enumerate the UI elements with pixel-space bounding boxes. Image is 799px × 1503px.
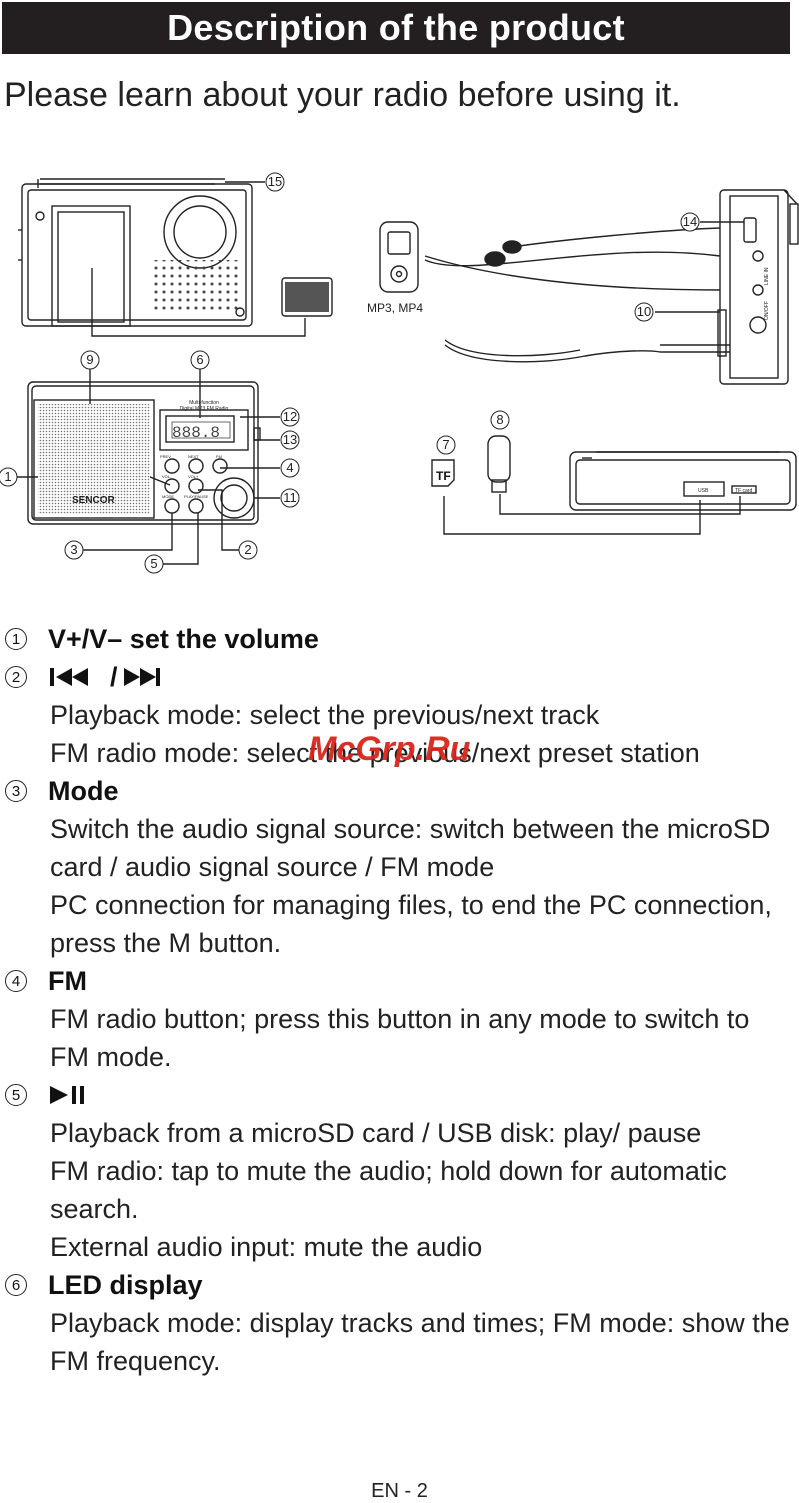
callout-13 — [280, 430, 300, 450]
callout-8 — [490, 410, 510, 430]
item-number: 2 — [5, 666, 27, 688]
item-line: Playback mode: select the previous/next … — [50, 700, 600, 730]
usb-drive-image — [487, 435, 511, 483]
callout-6 — [190, 350, 210, 370]
feature-item-1: 1 V+/V– set the volume — [0, 620, 799, 658]
callout-11 — [280, 488, 300, 508]
item-line: Switch the audio signal source: switch b… — [50, 814, 771, 882]
battery-body — [285, 282, 329, 312]
feature-item-3: 3 Mode Switch the audio signal source: s… — [0, 772, 799, 962]
feature-item-2: 2 / Playback mode: select the previous/n… — [0, 658, 799, 772]
btn-vol-plus-label: VOL+ — [188, 474, 199, 479]
feature-item-4: 4 FM FM radio button; press this button … — [0, 962, 799, 1076]
mp3-player-image — [379, 221, 419, 293]
sencor-logo: SENCOR — [72, 495, 116, 506]
radio-bottom-view — [569, 451, 797, 511]
product-diagram: MP3, MP4 TF SENCOR Multi-function Digita… — [0, 172, 799, 574]
item-title: V+/V– set the volume — [48, 623, 319, 654]
callout-7 — [436, 435, 456, 455]
btn-play-label: PLAY/PAUSE — [184, 494, 209, 499]
callout-14-text: 14 — [683, 214, 697, 229]
callout-2 — [238, 540, 258, 560]
prev-next-icons: / — [48, 662, 180, 693]
tf-card-image — [431, 459, 455, 487]
callout-1 — [0, 467, 18, 487]
play-pause-icon — [50, 1086, 84, 1104]
side-label-linein: LINE IN — [764, 267, 770, 285]
mp3-label: MP3, MP4 — [367, 301, 423, 315]
prev-track-icon — [50, 668, 88, 686]
battery-image — [281, 277, 333, 317]
callout-2-text: 2 — [244, 542, 251, 557]
callout-13-text: 13 — [283, 432, 297, 447]
usb-port-label: USB — [698, 488, 709, 494]
next-track-icon — [123, 668, 160, 686]
feature-list: 1 V+/V– set the volume 2 / Play — [0, 620, 799, 1380]
btn-vol-minus-label: VOL- — [162, 474, 172, 479]
btn-next-label: NEXT — [188, 454, 199, 459]
tf-label: TF — [436, 469, 451, 483]
btn-fm-label: FM — [216, 454, 222, 459]
item-line: FM radio mode: select the previous/next … — [50, 738, 700, 768]
callout-11-text: 11 — [283, 490, 297, 505]
callout-3 — [64, 540, 84, 560]
callout-10-text: 10 — [637, 304, 651, 319]
item-line: PC connection for managing files, to end… — [50, 890, 772, 958]
callout-5-text: 5 — [150, 556, 157, 571]
btn-mode-label: MODE — [162, 494, 174, 499]
callout-8-text: 8 — [496, 412, 503, 427]
item-number: 6 — [5, 1274, 27, 1296]
callout-12 — [280, 407, 300, 427]
page-number: EN - 2 — [371, 1480, 428, 1502]
callout-10 — [634, 302, 654, 322]
callout-9-text: 9 — [86, 352, 93, 367]
tf-port-label: TF card — [735, 488, 752, 494]
callout-15 — [265, 172, 285, 192]
item-title: LED display — [48, 1269, 203, 1300]
panel-title-2: Digital MP3 FM Radio — [180, 406, 229, 412]
item-number: 5 — [5, 1084, 27, 1106]
feature-item-6: 6 LED display Playback mode: display tra… — [0, 1266, 799, 1380]
intro-text: Please learn about your radio before usi… — [4, 76, 681, 114]
item-number: 3 — [5, 780, 27, 802]
watermark: McGrp.Ru — [308, 730, 471, 768]
display-digits: 888.8 — [172, 424, 220, 442]
callout-6-text: 6 — [196, 352, 203, 367]
radio-back-view — [18, 178, 253, 327]
callout-5 — [144, 554, 164, 574]
callout-12-text: 12 — [283, 409, 297, 424]
feature-item-5: 5 Playback from a microSD card / USB dis… — [0, 1076, 799, 1266]
item-line: External audio input: mute the audio — [50, 1232, 483, 1262]
callout-9 — [80, 350, 100, 370]
callout-15-text: 15 — [268, 174, 282, 189]
callout-4 — [280, 458, 300, 478]
callout-14 — [680, 212, 700, 232]
item-line: FM radio button; press this button in an… — [50, 1004, 750, 1072]
page-title-bar: Description of the product — [2, 2, 790, 54]
callout-7-text: 7 — [442, 437, 449, 452]
callout-1-text: 1 — [4, 469, 11, 484]
btn-prev-label: PREV — [160, 454, 171, 459]
item-line: FM radio: tap to mute the audio; hold do… — [50, 1156, 727, 1224]
item-line: Playback mode: display tracks and times;… — [50, 1308, 790, 1376]
item-number: 1 — [5, 628, 27, 650]
panel-title-1: Multi-function — [189, 400, 219, 406]
item-title: Mode — [48, 775, 119, 806]
callout-4-text: 4 — [286, 460, 293, 475]
callout-3-text: 3 — [70, 542, 77, 557]
item-line: Playback from a microSD card / USB disk:… — [50, 1118, 702, 1148]
radio-side-view — [717, 189, 799, 385]
item-number: 4 — [5, 970, 27, 992]
side-label-onoff: ON/OFF — [764, 301, 770, 320]
page-title: Description of the product — [167, 7, 625, 48]
separator: / — [110, 661, 118, 692]
item-title: FM — [48, 965, 87, 996]
